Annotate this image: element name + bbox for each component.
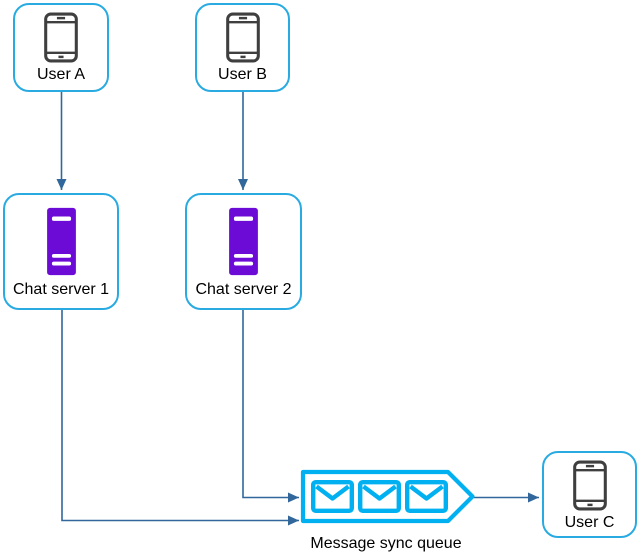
server-icon bbox=[45, 206, 78, 277]
edge-chatserver1-to-queue[interactable] bbox=[61, 310, 299, 526]
node-chat-server-1-label: Chat server 1 bbox=[12, 281, 110, 298]
node-user-c-label: User C bbox=[564, 514, 615, 531]
node-user-b[interactable]: User B bbox=[195, 3, 290, 92]
node-message-sync-queue[interactable] bbox=[299, 469, 477, 525]
smartphone-icon bbox=[225, 12, 261, 63]
node-user-a[interactable]: User A bbox=[13, 3, 109, 92]
envelope-icon bbox=[311, 480, 354, 514]
edge-chatserver2-to-queue[interactable] bbox=[242, 310, 299, 503]
envelope-icon bbox=[405, 480, 448, 514]
node-chat-server-2-label: Chat server 2 bbox=[195, 281, 292, 298]
node-user-b-label: User B bbox=[218, 66, 267, 83]
smartphone-icon bbox=[572, 460, 608, 511]
node-user-a-label: User A bbox=[36, 66, 85, 83]
node-user-c[interactable]: User C bbox=[542, 451, 637, 538]
node-chat-server-2[interactable]: Chat server 2 bbox=[185, 193, 302, 310]
node-message-sync-queue-label: Message sync queue bbox=[310, 535, 462, 552]
node-chat-server-1[interactable]: Chat server 1 bbox=[3, 193, 119, 310]
server-icon bbox=[227, 206, 260, 277]
smartphone-icon bbox=[43, 12, 79, 63]
envelope-icon bbox=[358, 480, 401, 514]
